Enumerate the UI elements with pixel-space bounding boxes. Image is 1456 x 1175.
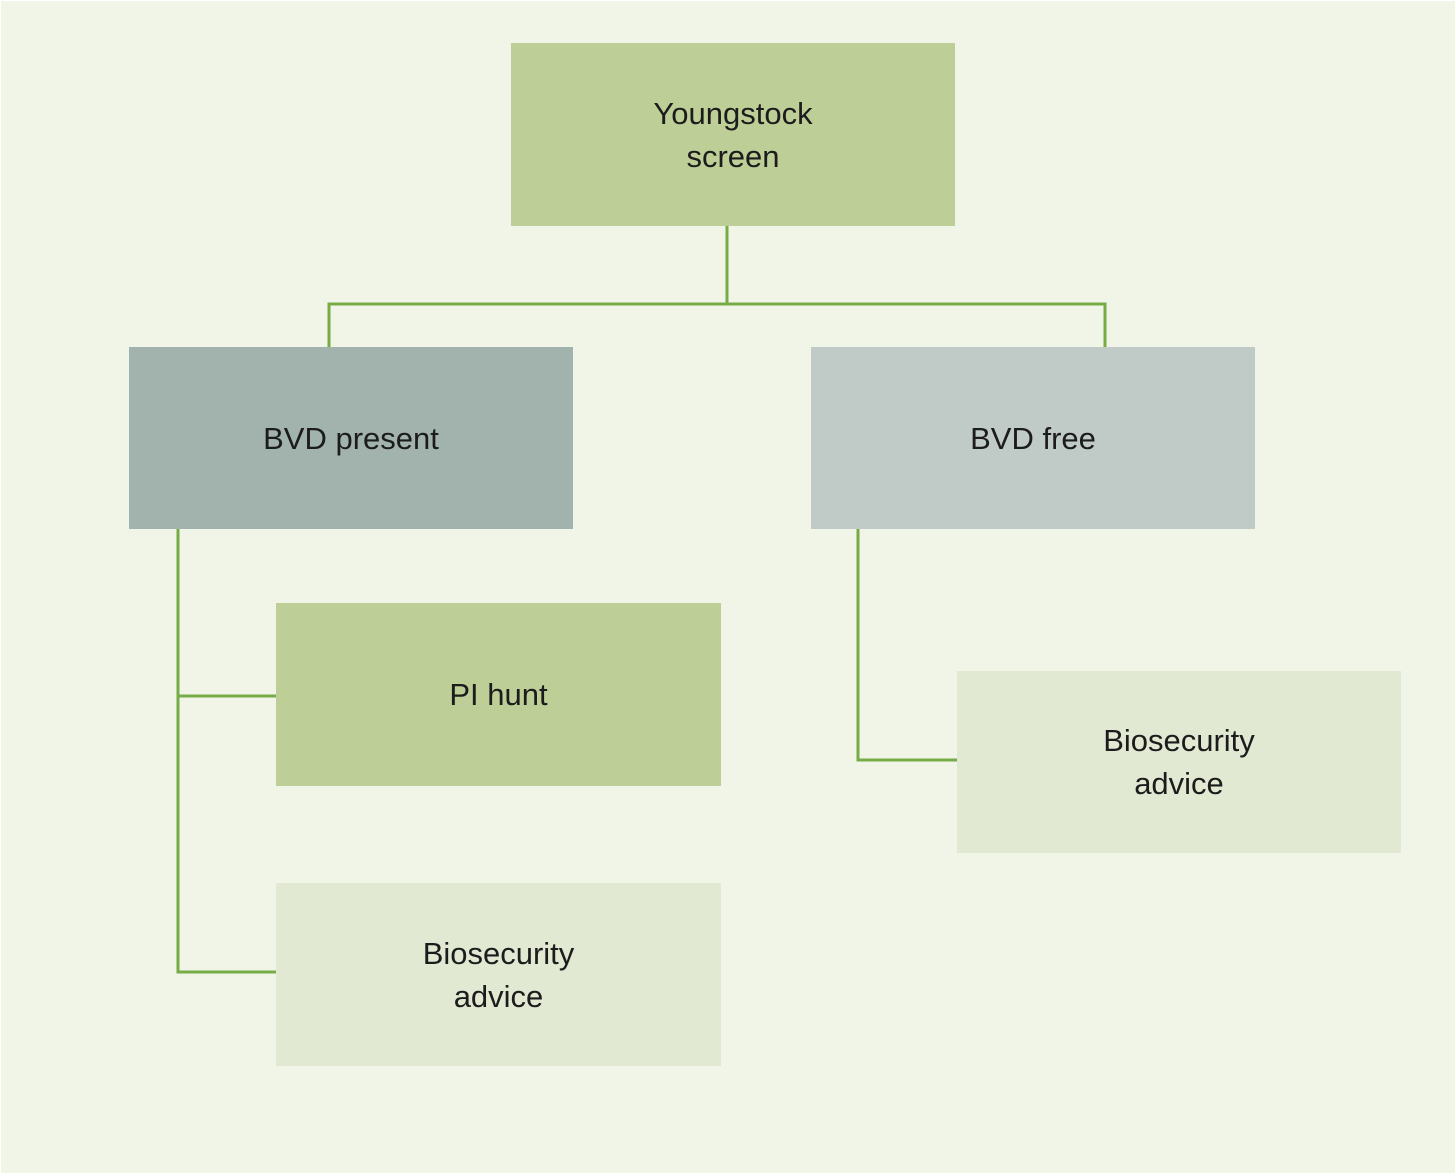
connector-present-to-children — [176, 527, 278, 974]
node-label: PI hunt — [449, 677, 548, 712]
node-biosecurity-advice-right: Biosecurity advice — [957, 671, 1401, 853]
node-biosecurity-advice-left: Biosecurity advice — [276, 883, 721, 1066]
connector-free-to-biosecurity — [856, 527, 959, 762]
node-bvd-present: BVD present — [129, 347, 573, 529]
node-youngstock-screen: Youngstock screen — [511, 43, 955, 226]
node-label: BVD free — [970, 420, 1096, 456]
node-label: Youngstock screen — [653, 95, 813, 174]
node-label: Biosecurity advice — [1103, 723, 1255, 801]
node-pi-hunt: PI hunt — [276, 603, 721, 786]
node-bvd-free: BVD free — [811, 347, 1255, 529]
node-label: Biosecurity advice — [422, 935, 575, 1014]
node-label: BVD present — [263, 420, 439, 456]
connector-root-to-branches — [327, 224, 1107, 348]
